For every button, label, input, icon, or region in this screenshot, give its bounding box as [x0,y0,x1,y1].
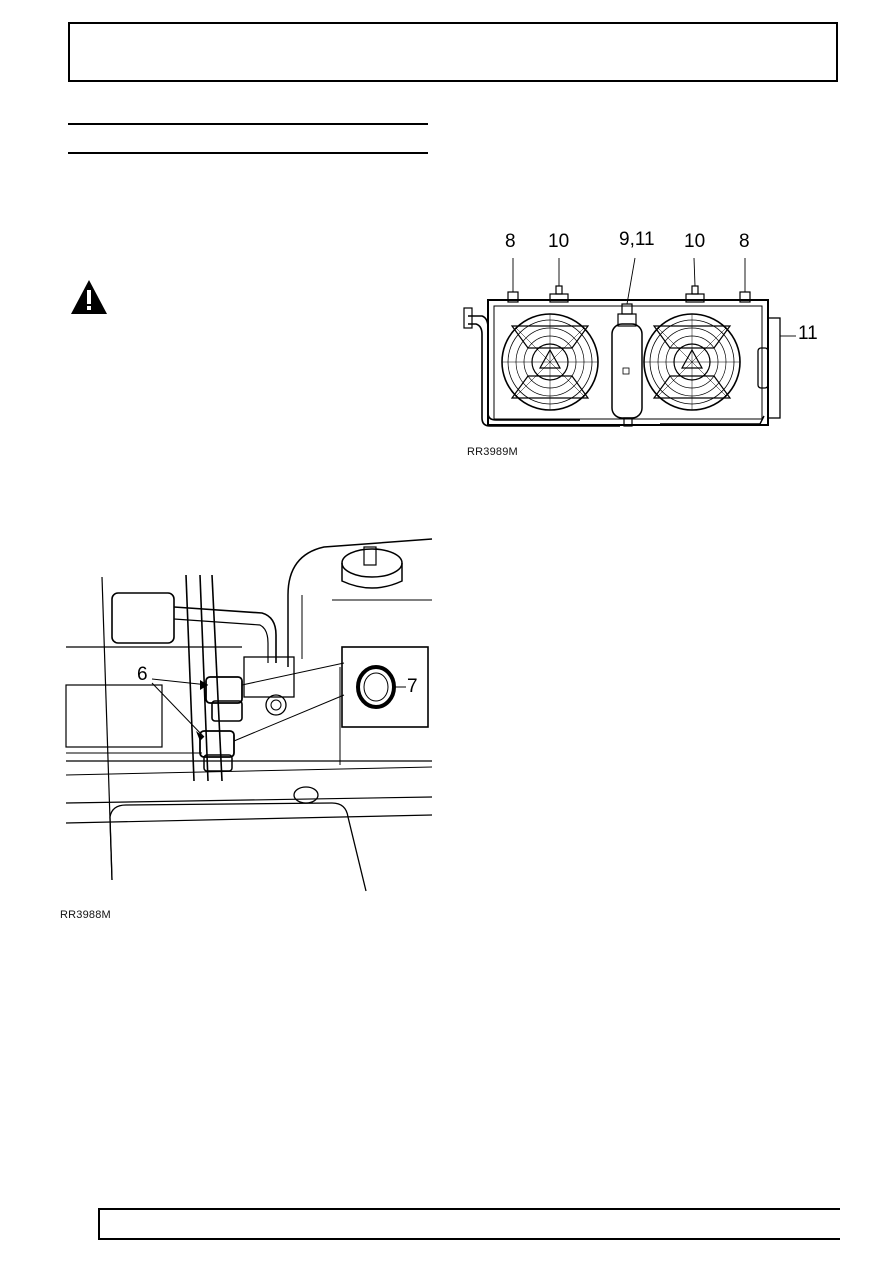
figure-caption-rr3988m: RR3988M [60,909,111,921]
callout-10-right: 10 [684,231,706,252]
callout-8-right: 8 [739,231,750,252]
callout-11: 11 [798,323,818,344]
callout-9-11: 9,11 [619,229,655,250]
warning-triangle-icon [70,279,108,315]
section-rule-bottom [68,152,428,154]
page-footer-box [98,1208,840,1240]
page-header-box [68,22,838,82]
condenser-fan-diagram: 8 10 9,11 10 8 11 [460,228,830,443]
callout-7: 7 [407,676,418,697]
callout-8-left: 8 [505,231,516,252]
figure-caption-rr3989m: RR3989M [467,446,518,458]
callout-6: 6 [137,664,148,685]
pipe-connection-diagram: 6 7 [62,535,434,897]
callout-10-left: 10 [548,231,570,252]
section-rule-top [68,123,428,125]
